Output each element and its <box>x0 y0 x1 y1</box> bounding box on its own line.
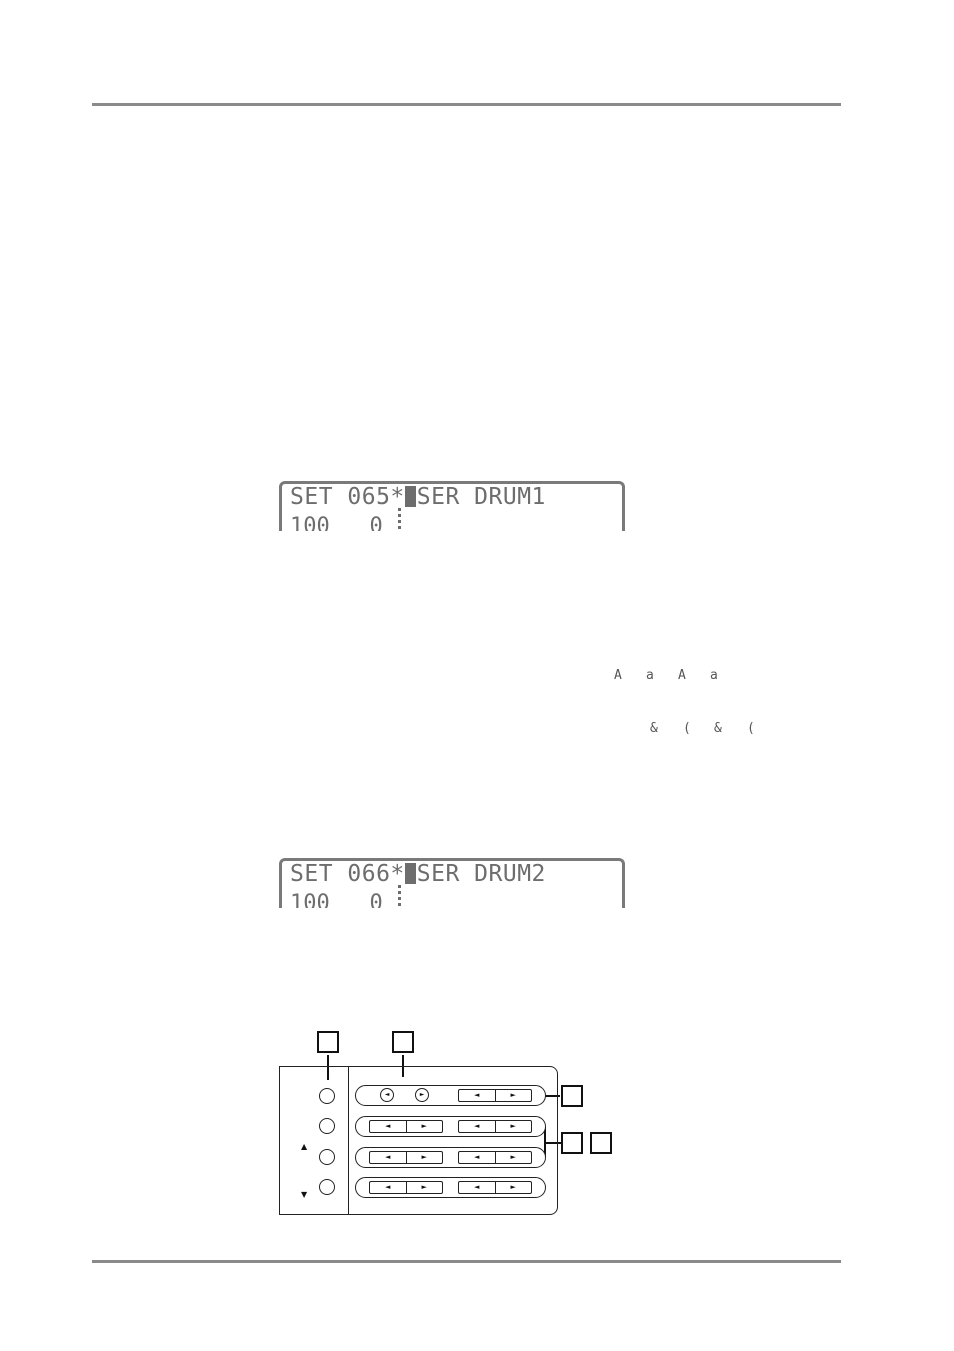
lcd-cursor <box>404 486 416 507</box>
lcd-line-1: SET 065*SER DRUM1 <box>290 484 546 510</box>
select-button[interactable] <box>319 1179 335 1195</box>
up-arrow-icon: ▲ <box>301 1142 308 1151</box>
lcd-line-2: 100 0 <box>290 891 383 908</box>
param-button-pair: ◄ ► <box>369 1151 443 1164</box>
lcd-display-2: SET 066*SER DRUM2 100 0 <box>279 858 625 908</box>
control-row: ◄ ► ◄ ► <box>355 1177 546 1198</box>
callout-box <box>561 1085 583 1107</box>
glyph: ( <box>683 721 691 736</box>
dec-button[interactable]: ◄ <box>370 1182 407 1193</box>
select-button[interactable] <box>319 1118 335 1134</box>
callout-box <box>392 1031 414 1053</box>
glyph: & <box>650 721 658 736</box>
dec-button[interactable]: ◄ <box>459 1152 496 1163</box>
inc-button[interactable]: ► <box>421 1122 427 1130</box>
panel-frame <box>279 1066 558 1215</box>
lcd-line-1: SET 066*SER DRUM2 <box>290 861 546 887</box>
param-button-pair: ◄ ► <box>369 1181 443 1194</box>
lcd-divider <box>398 508 401 530</box>
lcd-display-1: SET 065*SER DRUM1 100 0 <box>279 481 625 531</box>
select-button[interactable] <box>319 1149 335 1165</box>
glyph: ( <box>747 721 755 736</box>
dec-button[interactable]: ◄ <box>459 1121 496 1132</box>
glyph: a <box>646 668 654 683</box>
footer-rule <box>92 1260 841 1263</box>
glyph: & <box>714 721 722 736</box>
panel-left-section <box>279 1066 349 1215</box>
header-rule <box>92 103 841 106</box>
dec-button[interactable]: ◄ <box>370 1121 407 1132</box>
value-button-pair: ◄ ► <box>458 1151 532 1164</box>
glyph: A <box>614 668 622 683</box>
right-round-button[interactable]: ► <box>415 1088 429 1102</box>
lcd-line-2: 100 0 <box>290 514 383 531</box>
dec-button[interactable]: ◄ <box>459 1090 496 1101</box>
param-button-pair: ◄ ► <box>369 1120 443 1133</box>
glyph: a <box>710 668 718 683</box>
control-row: ◄ ► ◄ ► <box>355 1085 546 1106</box>
inc-button[interactable]: ► <box>510 1153 516 1161</box>
dec-button[interactable]: ◄ <box>370 1152 407 1163</box>
callout-box <box>561 1132 583 1154</box>
select-button[interactable] <box>319 1088 335 1104</box>
callout-box <box>590 1132 612 1154</box>
inc-button[interactable]: ► <box>510 1091 516 1099</box>
left-round-button[interactable]: ◄ <box>380 1088 394 1102</box>
dec-button[interactable]: ◄ <box>459 1182 496 1193</box>
control-row: ◄ ► ◄ ► <box>355 1116 546 1137</box>
glyph: A <box>678 668 686 683</box>
value-button-pair: ◄ ► <box>458 1120 532 1133</box>
inc-button[interactable]: ► <box>421 1183 427 1191</box>
control-row: ◄ ► ◄ ► <box>355 1147 546 1168</box>
lcd-cursor <box>404 863 416 884</box>
lcd-divider <box>398 885 401 907</box>
inc-button[interactable]: ► <box>510 1122 516 1130</box>
inc-button[interactable]: ► <box>510 1183 516 1191</box>
value-button-pair: ◄ ► <box>458 1089 532 1102</box>
inc-button[interactable]: ► <box>421 1153 427 1161</box>
value-button-pair: ◄ ► <box>458 1181 532 1194</box>
down-arrow-icon: ▼ <box>301 1190 308 1199</box>
callout-box <box>317 1031 339 1053</box>
